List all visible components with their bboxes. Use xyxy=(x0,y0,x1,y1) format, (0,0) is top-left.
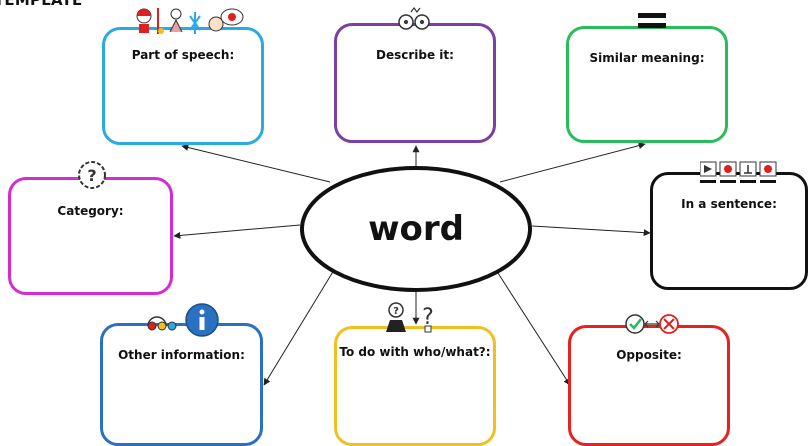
similar-meaning-box[interactable]: Similar meaning: xyxy=(566,26,728,143)
describe-it-box[interactable]: Describe it: xyxy=(334,23,496,143)
svg-text:?: ? xyxy=(87,166,96,185)
parts-of-speech-icon xyxy=(136,8,244,34)
equals-icon xyxy=(638,13,666,28)
sentence-icon xyxy=(700,161,777,183)
to-do-with-label: To do with who/what?: xyxy=(339,345,491,359)
who-what-icon: ? ? xyxy=(386,302,434,333)
svg-text:?: ? xyxy=(422,305,434,330)
svg-text:?: ? xyxy=(393,306,399,317)
in-a-sentence-box[interactable]: In a sentence: xyxy=(650,172,808,290)
template-heading: TEMPLATE xyxy=(0,0,83,9)
describe-it-label: Describe it: xyxy=(376,48,454,62)
opposite-label: Opposite: xyxy=(616,348,682,362)
part-of-speech-box[interactable]: Part of speech: xyxy=(102,27,264,145)
center-word: word xyxy=(368,209,464,249)
arrow-to-opposite xyxy=(495,269,571,386)
information-icon xyxy=(147,303,219,337)
arrow-to-similar-meaning xyxy=(499,142,646,183)
category-label: Category: xyxy=(57,204,124,218)
other-information-label: Other information: xyxy=(118,348,245,362)
arrow-to-part-of-speech xyxy=(181,144,331,183)
part-of-speech-label: Part of speech: xyxy=(131,48,235,62)
in-a-sentence-label: In a sentence: xyxy=(681,197,777,211)
category-box[interactable]: Category: xyxy=(8,177,173,295)
arrow-to-other-information xyxy=(263,269,335,386)
other-information-box[interactable]: Other information: xyxy=(100,323,263,446)
opposite-box[interactable]: Opposite: xyxy=(568,325,730,446)
category-icon: ? xyxy=(78,161,106,189)
describe-icon xyxy=(398,7,430,30)
similar-meaning-label: Similar meaning: xyxy=(589,51,705,65)
center-ellipse xyxy=(300,166,532,292)
to-do-with-box[interactable]: To do with who/what?: xyxy=(334,326,496,446)
arrow-to-category xyxy=(173,224,301,239)
arrow-to-in-a-sentence xyxy=(531,225,651,237)
opposite-icon xyxy=(625,314,679,334)
